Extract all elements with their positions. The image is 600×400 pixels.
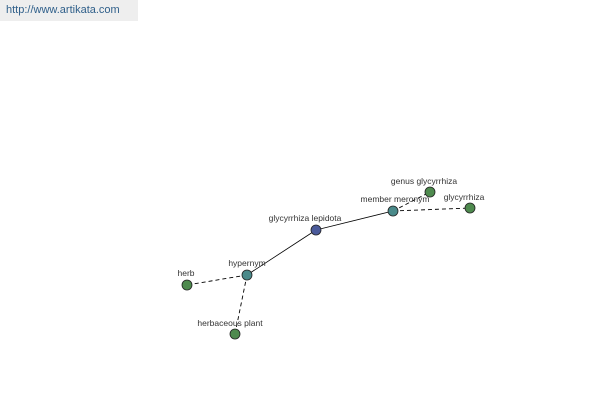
edge-hyper-herbplant (234, 274, 248, 335)
labels-layer: glycyrrhiza lepidota member meronym hypern… (177, 176, 484, 328)
leaf-node-icon-herbplant[interactable] (229, 328, 241, 340)
relation-node-icon-hyper[interactable] (241, 269, 253, 281)
relation-node-icon-member[interactable] (387, 205, 399, 217)
leaf-node-icon-genus[interactable] (424, 186, 436, 198)
node-label-herb[interactable]: herb (177, 268, 194, 278)
node-label-herbplant[interactable]: herbaceous plant (197, 318, 263, 328)
node-label-glyc[interactable]: glycyrrhiza (444, 192, 485, 202)
node-label-genus[interactable]: genus glycyrrhiza (391, 176, 457, 186)
node-label-hyper[interactable]: hypernym (228, 258, 265, 268)
nodes-layer (181, 186, 476, 340)
edges-layer (186, 191, 471, 335)
edge-center-hyper (246, 229, 317, 276)
edge-center-member (315, 210, 394, 231)
node-label-member[interactable]: member meronym (361, 194, 430, 204)
site-url-link[interactable]: http://www.artikata.com (0, 0, 138, 21)
leaf-node-icon-herb[interactable] (181, 279, 193, 291)
edge-hyper-herb (186, 274, 248, 286)
center-node-icon-center[interactable] (310, 224, 322, 236)
node-label-center[interactable]: glycyrrhiza lepidota (269, 213, 342, 223)
leaf-node-icon-glyc[interactable] (464, 202, 476, 214)
edge-member-glyc (392, 207, 471, 212)
